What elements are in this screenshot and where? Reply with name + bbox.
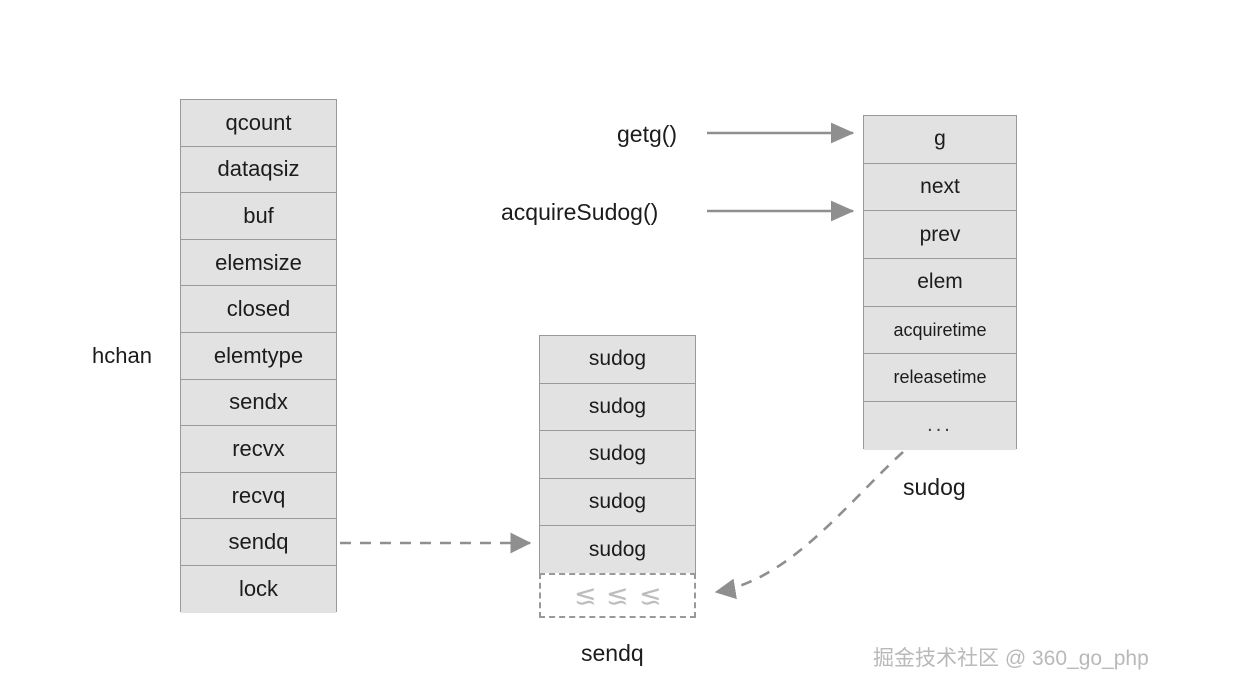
sudog-struct: g next prev elem acquiretime releasetime… — [863, 115, 1017, 450]
list-item: sudog — [540, 336, 695, 384]
hchan-field-dataqsiz: dataqsiz — [181, 146, 336, 194]
hchan-field-elemtype: elemtype — [181, 332, 336, 380]
watermark-text: 掘金技术社区 @ 360_go_php — [873, 647, 1149, 670]
squiggle-glyph-icon: ≳ — [638, 580, 662, 610]
hchan-label: hchan — [92, 343, 152, 368]
sudog-field-releasetime: releasetime — [864, 354, 1016, 403]
hchan-field-closed: closed — [181, 286, 336, 333]
sudog-field-acquiretime: acquiretime — [864, 306, 1016, 355]
sudog-to-sendq-arrow — [714, 451, 904, 600]
list-item: sudog — [540, 431, 695, 479]
squiggle-glyph-icon: ≳ — [573, 580, 597, 610]
hchan-field-recvq: recvq — [181, 472, 336, 520]
hchan-field-elemsize: elemsize — [181, 239, 336, 287]
list-item: sudog — [540, 526, 695, 574]
sudog-field-prev: prev — [864, 211, 1016, 260]
list-item: sudog — [540, 383, 695, 432]
sudog-field-next: next — [864, 163, 1016, 212]
hchan-field-qcount: qcount — [181, 100, 336, 147]
sudog-field-ellipsis: ... — [864, 402, 1016, 450]
acquire-sudog-call-label: acquireSudog() — [501, 199, 659, 225]
squiggle-glyph-icon: ≳ — [606, 580, 629, 610]
getg-call-label: getg() — [617, 121, 678, 147]
hchan-field-sendx: sendx — [181, 379, 336, 427]
sudog-field-g: g — [864, 116, 1016, 164]
sudog-struct-label: sudog — [903, 474, 966, 500]
sendq-label: sendq — [581, 640, 644, 666]
list-item: sudog — [540, 478, 695, 527]
hchan-struct: qcount dataqsiz buf elemsize closed elem… — [180, 99, 337, 613]
sendq-placeholder-box: ≳ ≳ ≳ — [539, 573, 696, 618]
sudog-queue-list: sudog sudog sudog sudog sudog — [539, 335, 696, 574]
hchan-field-buf: buf — [181, 193, 336, 240]
hchan-field-sendq: sendq — [181, 519, 336, 566]
sudog-field-elem: elem — [864, 259, 1016, 307]
hchan-field-lock: lock — [181, 565, 336, 613]
hchan-field-recvx: recvx — [181, 426, 336, 473]
